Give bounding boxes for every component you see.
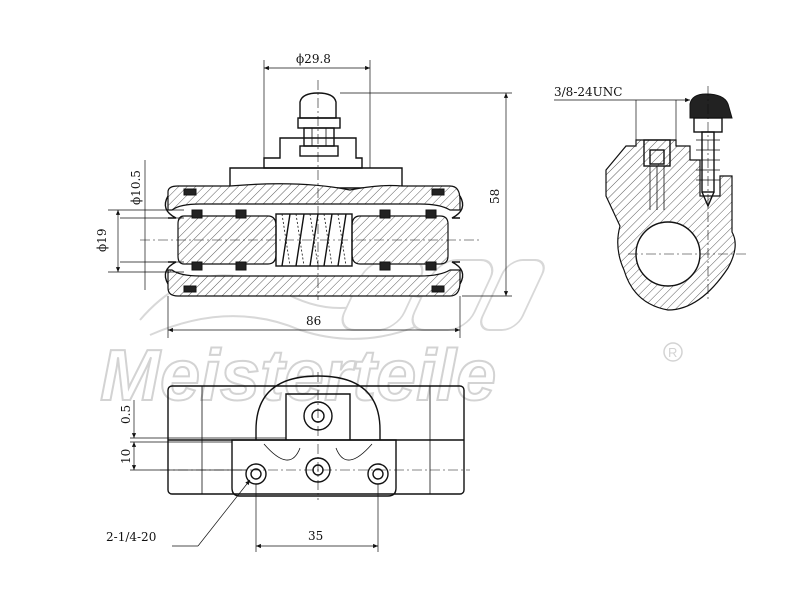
mounting-flange	[231, 439, 397, 497]
cylinder-body-lower	[167, 269, 461, 297]
dim-bleeder-thread-label: 3/8-24UNC	[554, 85, 622, 99]
dim-bolt-spacing: 35	[255, 484, 379, 552]
dim-bleeder-thread: 3/8-24UNC	[554, 85, 690, 140]
dim-bolt-spacing-label: 35	[308, 529, 323, 543]
cylinder-body-upper	[167, 183, 461, 211]
watermark-brand: Meisterteile	[100, 336, 496, 416]
dim-offset-large-label: 10	[119, 449, 133, 464]
dim-piston-diameter: ϕ19	[95, 209, 184, 273]
dim-overall-height: 58	[340, 92, 512, 297]
dim-overall-height-label: 58	[488, 189, 502, 204]
dim-small-diameter-label: ϕ10.5	[129, 170, 143, 205]
watermark-logo-shape	[139, 259, 545, 340]
side-section-view	[605, 86, 748, 311]
dim-bore-diameter: ϕ29.8	[263, 52, 371, 168]
watermark-symbol: R	[668, 345, 677, 360]
dim-piston-diameter-label: ϕ19	[95, 229, 109, 252]
dim-mount-bolts: 2-1/4-20	[106, 479, 251, 547]
front-section-view	[140, 80, 480, 300]
dim-bore-diameter-label: ϕ29.8	[296, 52, 331, 66]
top-view	[160, 372, 470, 500]
dim-overall-length: 86	[167, 296, 461, 338]
bleeder-screw	[263, 92, 363, 169]
dim-small-diameter: ϕ10.5	[120, 160, 184, 290]
dim-overall-length-label: 86	[306, 314, 321, 328]
dim-offset-small: 0.5	[119, 400, 286, 443]
watermark-registered-mark: R	[663, 342, 683, 362]
dim-mount-bolts-label: 2-1/4-20	[106, 530, 156, 544]
dim-offset-small-label: 0.5	[119, 405, 133, 424]
dim-offset-large: 10	[119, 442, 246, 471]
bolt-hole-right	[367, 463, 389, 485]
